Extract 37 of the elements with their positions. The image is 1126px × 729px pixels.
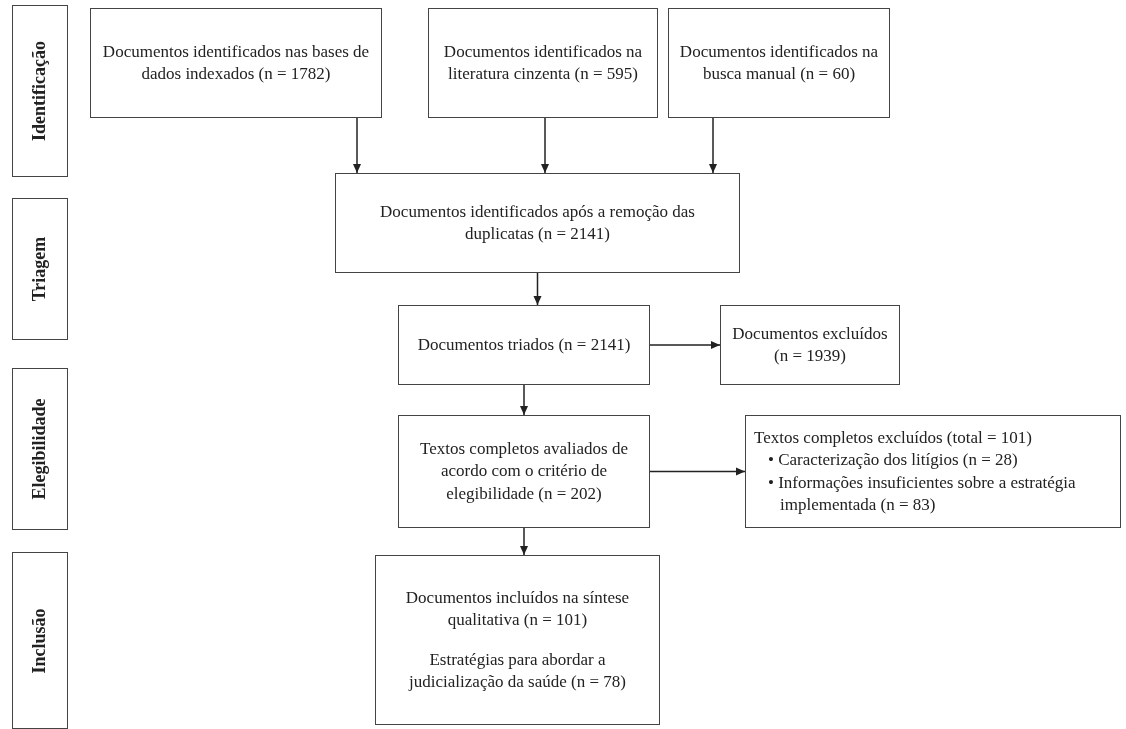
process-box — [335, 173, 740, 273]
exclusion-box — [745, 415, 1121, 528]
box-text: Documentos identificados na busca manual (n = 60) — [678, 40, 880, 85]
box-text: Documentos identificados na literatura cinzenta (n = 595) — [442, 40, 644, 85]
phase-label: Triagem — [28, 236, 51, 302]
arrow — [353, 117, 361, 174]
arrow — [649, 467, 746, 476]
arrow — [520, 527, 528, 556]
phase-label: Inclusão — [28, 608, 51, 673]
process-box — [375, 555, 660, 725]
box-text: Documentos triados (n = 2141) — [417, 333, 631, 356]
arrow — [520, 384, 528, 416]
box-text: Textos completos avaliados de acordo com o critério de elegibilidade (n = 202) — [419, 438, 629, 505]
box-text: Documentos identificados após a remoção das duplicatas (n = 2141) — [379, 200, 696, 245]
arrow — [541, 117, 549, 174]
arrow — [649, 341, 721, 349]
process-box — [398, 415, 650, 528]
process-box — [428, 8, 658, 118]
phase-label: Elegibilidade — [28, 398, 51, 500]
box-text: Documentos incluídos na síntese qualitativa (n = 101) — [404, 586, 631, 631]
process-box — [668, 8, 890, 118]
arrow — [533, 272, 542, 306]
arrow — [709, 117, 717, 174]
phase-label: Identificação — [28, 41, 51, 141]
bullet-item: • Caracterização dos litígios (n = 28) — [768, 449, 1019, 472]
process-box — [720, 305, 900, 385]
phase-band — [12, 368, 68, 530]
box-text: Documentos identificados nas bases de dados indexados (n = 1782) — [101, 40, 371, 85]
process-box — [398, 305, 650, 385]
bullet-item: • Informações insuficientes sobre a estratégia implementada (n = 83) — [768, 471, 1077, 516]
phase-band — [12, 552, 68, 729]
phase-band — [12, 5, 68, 177]
process-box — [90, 8, 382, 118]
box-text: Estratégias para abordar a judicialização da saúde (n = 78) — [407, 649, 627, 694]
box-heading: Textos completos excluídos (total = 101) — [754, 427, 1032, 450]
phase-band — [12, 198, 68, 340]
box-text: Documentos excluídos (n = 1939) — [731, 322, 889, 367]
